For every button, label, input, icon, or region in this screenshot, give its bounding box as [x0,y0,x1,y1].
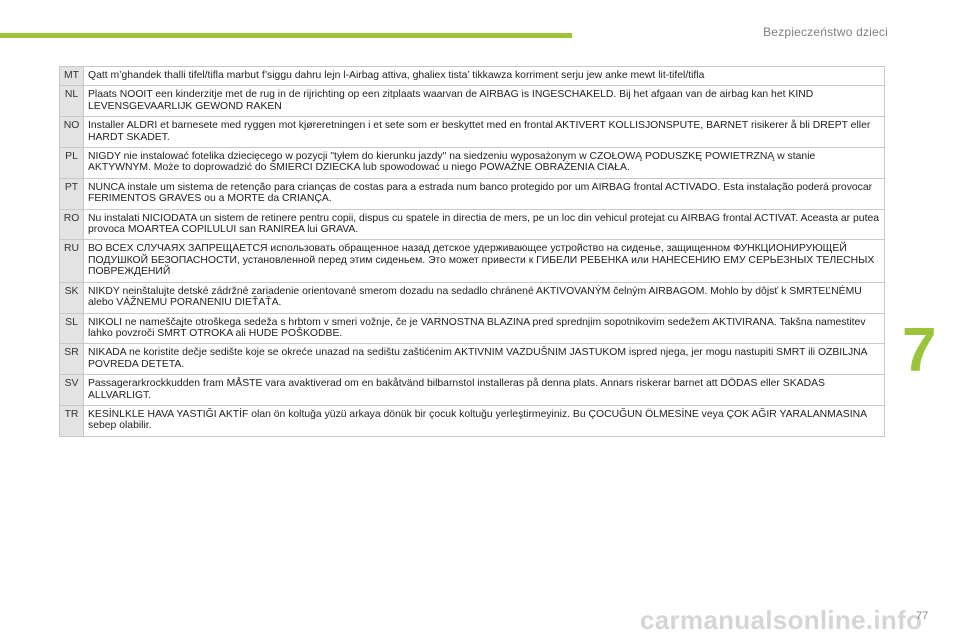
warning-text: NUNCA instale um sistema de retenção par… [83,177,885,210]
warning-text: NIKDY neinštalujte detské zádržné zariad… [83,281,885,314]
language-code: SV [59,374,84,406]
warning-text: Nu instalati NICIODATA un sistem de reti… [83,208,885,241]
language-code: NL [59,85,84,118]
warning-text: NIKOLI ne nameščajte otroškega sedeža s … [83,312,885,345]
language-code: RU [59,239,84,283]
warning-text: Qatt m’ghandek thalli tifel/tifla marbut… [83,65,885,87]
language-code: NO [59,116,84,149]
language-code: SR [59,343,84,376]
warning-text: ВО ВСЕХ СЛУЧАЯХ ЗАПРЕЩАЕТСЯ использовать… [83,239,885,283]
warning-text: KESİNLKLE HAVA YASTIĞI AKTİF olan ön kol… [83,404,885,437]
watermark: carmanualsonline.info [640,605,923,635]
page-number: 77 [916,610,929,622]
warning-text: NIGDY nie instalować fotelika dziecięceg… [83,147,885,179]
warning-text: Installer ALDRI et barnesete med ryggen … [83,116,885,149]
language-code: SK [59,281,84,314]
language-code: SL [59,312,84,345]
language-code: MT [59,65,84,87]
language-code: PT [59,177,84,210]
warning-text: NIKADA ne koristite dečje sedište koje s… [83,343,885,376]
section-title: Bezpieczeństwo dzieci [763,25,888,39]
warning-text: Passagerarkrockkudden fram MÅSTE vara av… [83,374,885,406]
language-code: PL [59,147,84,179]
header-accent-bar [0,33,572,38]
language-code: TR [59,404,84,437]
chapter-number: 7 [902,316,937,385]
warning-text: Plaats NOOIT een kinderzitje met de rug … [83,85,885,118]
language-code: RO [59,208,84,241]
